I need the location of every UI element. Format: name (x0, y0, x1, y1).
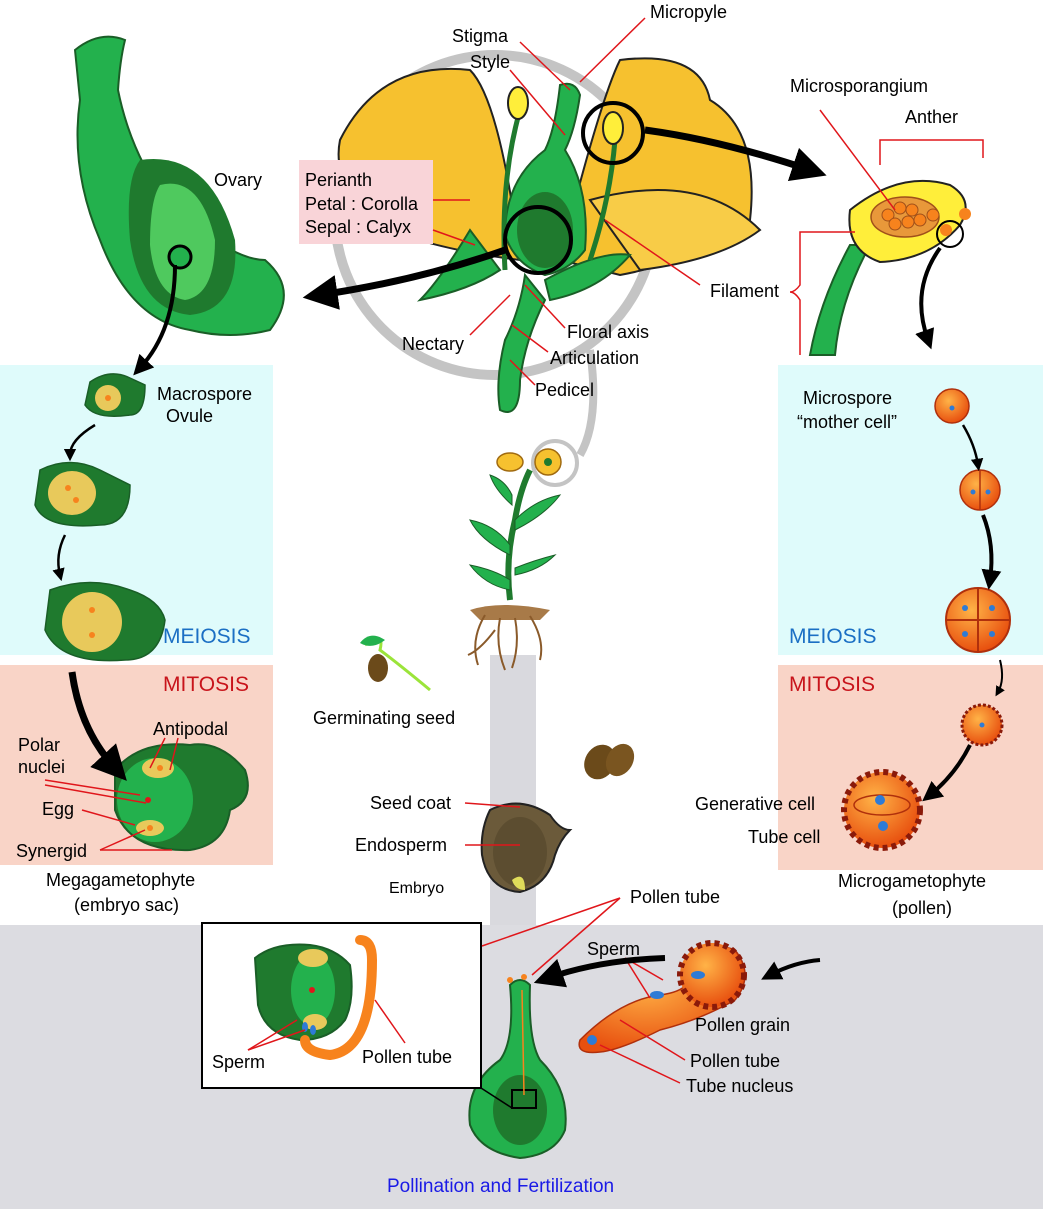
arrow-micro-3-4 (995, 659, 1005, 697)
microspore-mother-cell (934, 388, 970, 424)
arrow-grain-to-pistil (533, 955, 666, 988)
label-perianth: Perianth (305, 170, 372, 190)
arrow-to-anther (644, 126, 827, 182)
label-floral-axis: Floral axis (567, 322, 649, 342)
microspore-single (960, 703, 1004, 747)
label-pollen-tube-top: Pollen tube (630, 887, 720, 907)
stamen-right-filament (587, 139, 618, 261)
label-endosperm: Endosperm (355, 835, 447, 855)
seed-leader-lines (464, 802, 521, 846)
label-macrospore: Macrospore (157, 384, 252, 404)
label-pollination-title: Pollination and Fertilization (387, 1176, 614, 1197)
label-articulation: Articulation (550, 348, 639, 368)
inset-ovule (253, 935, 378, 1061)
label-mother-cell: “mother cell” (797, 412, 897, 432)
label-synergid: Synergid (16, 841, 87, 861)
cycle-arrows (52, 126, 1005, 988)
microgametophyte-pollen (841, 769, 923, 851)
label-meiosis-left: MEIOSIS (163, 625, 251, 648)
megagametophyte-illustration (114, 743, 249, 852)
pollen-grain-germinating (578, 940, 747, 1054)
floral-stem (497, 272, 547, 413)
arrow-pollen-to-grain (761, 958, 821, 980)
anther-illustration (808, 179, 971, 356)
label-mitosis-right: MITOSIS (789, 673, 875, 696)
arrow-to-ovary (302, 246, 507, 310)
ovary-illustration (73, 35, 285, 336)
petal-right-lower (588, 189, 762, 272)
ovary-ovule-marker (167, 244, 193, 270)
microspore-dyad (959, 469, 1001, 511)
label-polar: Polar (18, 735, 60, 755)
label-antipodal: Antipodal (153, 719, 228, 739)
plant-illustration (467, 448, 562, 671)
loose-seeds (584, 743, 635, 780)
label-egg: Egg (42, 799, 74, 819)
label-nectary: Nectary (402, 334, 464, 354)
inset-connector-line (480, 1087, 513, 1109)
label-sperm-right: Sperm (587, 939, 640, 959)
arrow-micro-2-3 (981, 514, 1002, 590)
label-ovule: Ovule (166, 406, 213, 426)
stamen-left-anther (507, 86, 529, 120)
megagametophyte-leader-lines (44, 737, 179, 851)
label-pollen-tube-inset: Pollen tube (362, 1047, 452, 1067)
ovule-stage-1 (84, 373, 146, 417)
arrow-anther-down (915, 246, 942, 350)
ovule-stage-3 (44, 581, 166, 662)
label-generative-cell: Generative cell (695, 794, 815, 814)
arrow-ovule-1-2 (63, 423, 96, 462)
sepal-right (543, 253, 632, 302)
label-petal: Petal : Corolla (305, 194, 419, 214)
microspore-tetrad (945, 587, 1011, 653)
label-pollen-grain: Pollen grain (695, 1015, 790, 1035)
perianth-label-box (299, 160, 433, 244)
flower-anther-magnifier (581, 101, 645, 165)
ovule-stage-2 (34, 461, 131, 527)
label-seed-coat: Seed coat (370, 793, 451, 813)
arrow-ovary-to-ovule (133, 264, 177, 376)
germinating-seed-illustration (360, 635, 431, 692)
label-microgametophyte: Microgametophyte (838, 871, 986, 891)
label-embryo: Embryo (389, 880, 444, 897)
label-pollen: (pollen) (892, 898, 952, 918)
label-microsporangium: Microsporangium (790, 76, 928, 96)
anther-leader-lines (789, 109, 984, 355)
flower-ovary-magnifier (503, 205, 573, 275)
label-style: Style (470, 52, 510, 72)
arrow-micro-to-pollen (922, 744, 972, 802)
label-nuclei: nuclei (18, 757, 65, 777)
pollinated-pistil (468, 974, 567, 1160)
label-stigma: Stigma (452, 26, 509, 46)
label-pollen-tube-right: Pollen tube (690, 1051, 780, 1071)
arrow-ovule-2-3 (52, 534, 67, 582)
label-embryo-sac: (embryo sac) (74, 895, 179, 915)
arrow-ovule-to-mega (68, 671, 127, 781)
ovary-inner (517, 192, 573, 268)
label-microspore: Microspore (803, 388, 892, 408)
label-tube-cell: Tube cell (748, 827, 820, 847)
arrow-micro-1-2 (961, 424, 984, 472)
label-tube-nucleus: Tube nucleus (686, 1076, 793, 1096)
label-sperm-inset: Sperm (212, 1052, 265, 1072)
seed-cross-section (480, 802, 573, 894)
stamen-right-anther (602, 111, 624, 145)
label-mitosis-left: MITOSIS (163, 673, 249, 696)
label-filament: Filament (710, 281, 779, 301)
label-germinating-seed: Germinating seed (313, 708, 455, 728)
label-meiosis-right: MEIOSIS (789, 625, 877, 648)
label-micropyle: Micropyle (650, 2, 727, 22)
flower-leader-lines (432, 17, 701, 386)
label-anther: Anther (905, 107, 958, 127)
label-sepal: Sepal : Calyx (305, 217, 411, 237)
label-megagametophyte: Megagametophyte (46, 870, 195, 890)
label-ovary: Ovary (214, 170, 262, 190)
label-pedicel: Pedicel (535, 380, 594, 400)
anther-spore-marker (936, 220, 964, 248)
